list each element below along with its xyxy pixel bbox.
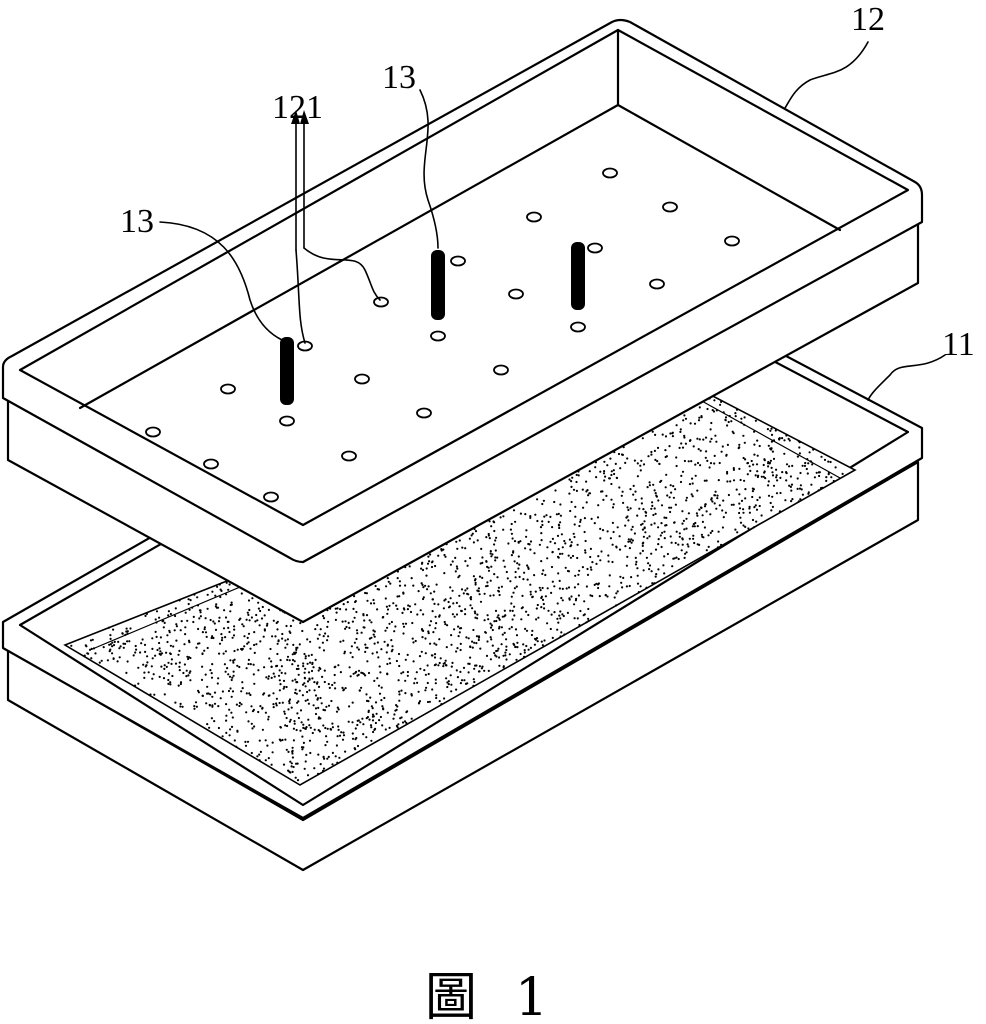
peg (280, 337, 294, 405)
leader-13-top (419, 89, 439, 249)
hole (279, 415, 295, 427)
upper-tray-inner (18, 28, 910, 527)
hole (416, 407, 432, 419)
leader-121-a (295, 249, 306, 344)
hole (602, 167, 618, 179)
holes-121 (145, 167, 740, 503)
hole (373, 296, 389, 308)
leader-13-left (159, 221, 283, 341)
hole (341, 450, 357, 462)
pegs-13 (280, 242, 585, 405)
figure-caption-char: 圖 (425, 968, 477, 1024)
hole (662, 201, 678, 213)
hole (493, 364, 509, 376)
hole (354, 373, 370, 385)
peg (571, 242, 585, 310)
label-11: 11 (942, 326, 975, 363)
leader-12 (784, 41, 869, 109)
hole (203, 458, 219, 470)
upper-tray (1, 18, 924, 624)
upper-tray-back-wall (78, 28, 842, 410)
label-121: 121 (272, 89, 323, 126)
hole (430, 330, 446, 342)
leader-11 (867, 354, 946, 401)
hole (649, 278, 665, 290)
hole (508, 288, 524, 300)
label-12: 12 (851, 1, 885, 38)
leader-121-stems (295, 117, 305, 251)
hole (724, 235, 740, 247)
hole (145, 426, 161, 438)
hole (587, 242, 603, 254)
leader-121-b (303, 247, 381, 301)
hole (450, 255, 466, 267)
leader-lines (159, 41, 946, 401)
hole (570, 321, 586, 333)
label-13-top: 13 (382, 59, 416, 96)
figure-caption-number: 1 (515, 968, 548, 1024)
peg (431, 250, 445, 320)
lower-tray-side (6, 460, 920, 872)
hole (526, 211, 542, 223)
leader-121-arrows (291, 110, 309, 124)
hole (220, 383, 236, 395)
hole (263, 491, 279, 503)
label-13-left: 13 (120, 203, 154, 240)
